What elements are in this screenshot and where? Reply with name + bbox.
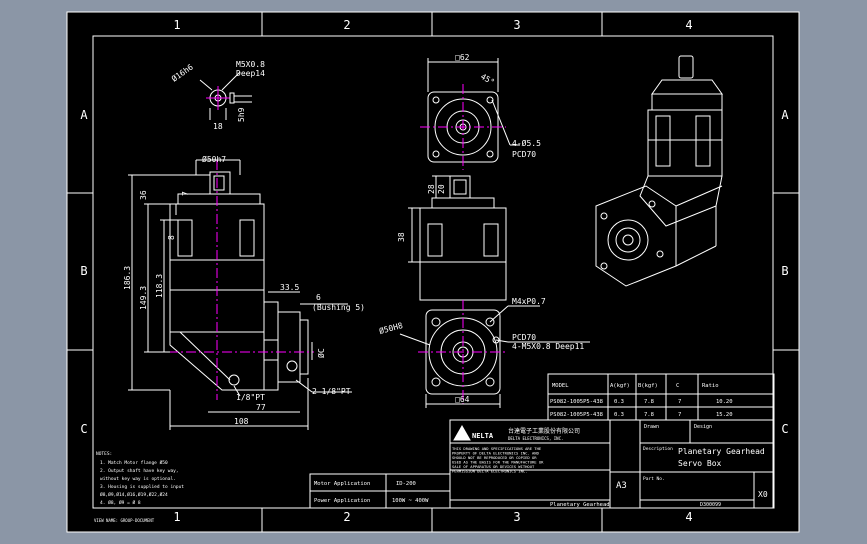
notice-line-5: SALE OF APPARATUS OR DEVICES WITHOUT [452, 464, 535, 469]
dim-pt-2: 2-1/8"PT [312, 387, 351, 396]
table-cell: 10.20 [716, 399, 733, 405]
dim-108: 108 [234, 417, 249, 426]
company-logo: NELTA [472, 432, 494, 440]
table-cell: 7 [678, 399, 681, 405]
dim-key-width: 5h9 [237, 107, 246, 122]
description-label: Description [643, 446, 673, 452]
zone-row-c-left: C [80, 422, 87, 436]
table-cell: 7.8 [644, 399, 654, 405]
zone-row-a-right: A [781, 108, 789, 122]
dim-77: 77 [256, 403, 266, 412]
dim-bottom-square: □64 [455, 395, 470, 404]
notice-line-1: THIS DRAWING AND SPECIFICATIONS ARE THE [452, 446, 542, 451]
drawing-code: D300099 [700, 502, 721, 508]
dim-36: 36 [139, 190, 148, 200]
zone-col-4-top: 4 [685, 18, 692, 32]
power-application-value: 100W ~ 400W [392, 498, 429, 504]
dim-flange-square: □62 [455, 53, 470, 62]
dim-mount-holes: 4-Ø5.5 [512, 138, 541, 148]
dim-m4-thread: M4xP0.7 [512, 297, 546, 306]
company-name: 台達電子工業股份有限公司 [508, 427, 580, 435]
dim-m5-bottom: 4-M5X0.8 Deep11 [512, 342, 584, 351]
table-header-b: B(kgf) [638, 383, 658, 389]
dim-bushing-6: 6 [316, 293, 321, 302]
drawn-label: Drawn [644, 424, 659, 430]
table-header-ratio: Ratio [702, 383, 719, 389]
table-cell: 0.3 [614, 399, 624, 405]
footer-name: Planetary Gearhead [550, 502, 610, 508]
table-cell: 7 [678, 412, 681, 418]
view-stamp: VIEW NAME: GROUP-DOCUMENT [94, 518, 155, 523]
table-header-model: MODEL [552, 383, 569, 389]
notice-line-4: USED AS THE BASIS FOR THE MANUFACTURE OR [452, 460, 544, 465]
notes-line-5: Ø8,Ø9,Ø14,Ø16,Ø19,Ø22,Ø24 [100, 491, 168, 498]
dim-pcd-bottom: PCD70 [512, 333, 536, 342]
table-header-c: C [676, 383, 679, 389]
dim-bushing-label: (Bushing 5) [312, 303, 365, 312]
part-no-label: Part No. [643, 476, 665, 482]
zone-col-4-bottom: 4 [685, 510, 692, 524]
table-cell: 7.8 [644, 412, 654, 418]
dim-thread-depth: Deep14 [236, 69, 265, 78]
sheet-size: A3 [616, 481, 627, 491]
notes-line-3: without key way is optional. [100, 476, 176, 482]
dim-28: 28 [427, 184, 436, 194]
middle-view [399, 58, 590, 408]
table-cell: 0.3 [614, 412, 624, 418]
table-cell: 15.20 [716, 412, 733, 418]
description-line-2: Servo Box [678, 459, 722, 468]
table-header-a: A(kgf) [610, 383, 630, 389]
left-view [128, 71, 352, 430]
table-cell: PS082-1005P5-438 [550, 399, 603, 405]
notice-line-3: SHOULD NOT BE REPRODUCED OR COPIED OR [452, 455, 537, 460]
notes-line-4: 3. Housing is supplied to input [100, 484, 184, 490]
dim-output-c: ØC [316, 348, 326, 358]
notice-line-6: PERMISSION DELTA ELECTRONICS INC. [452, 469, 527, 474]
table-cell: PS082-1005P5-438 [550, 412, 603, 418]
motor-application-label: Motor Application [314, 481, 370, 487]
company-name-en: DELTA ELECTRONICS, INC. [508, 436, 563, 441]
title-block [309, 419, 775, 509]
zone-ticks [67, 12, 799, 532]
dim-pcd-top: PCD70 [512, 150, 536, 159]
zone-row-b-right: B [781, 264, 788, 278]
zone-col-2-top: 2 [343, 18, 350, 32]
dim-38: 38 [397, 232, 406, 242]
isometric-view [595, 55, 723, 287]
motor-application-value: ID-200 [396, 481, 416, 487]
zone-row-b-left: B [80, 264, 87, 278]
zone-col-2-bottom: 2 [343, 510, 350, 524]
dim-pt-1: 1/8"PT [236, 393, 265, 402]
description-line-1: Planetary Gearhead [678, 447, 765, 456]
zone-row-a-left: A [80, 108, 88, 122]
dim-33-5: 33.5 [280, 283, 299, 292]
dim-pilot-diameter: Ø50h7 [202, 154, 226, 164]
notes-line-1: 1. Match Motor flange Ø50 [100, 459, 168, 466]
zone-col-1-top: 1 [173, 18, 180, 32]
notes-line-6: 4. Ø8, Ø9 = Ø 8 [100, 499, 141, 506]
zone-row-c-right: C [781, 422, 788, 436]
dim-thread: M5X0.8 [236, 60, 265, 69]
notice-line-2: PROPERTY OF DELTA ELECTRONICS INC. AND [452, 451, 540, 456]
dim-20: 20 [437, 184, 446, 194]
zone-col-3-top: 3 [513, 18, 520, 32]
power-application-label: Power Application [314, 498, 370, 504]
dim-118-3: 118.3 [155, 274, 164, 298]
dim-149-3: 149.3 [139, 286, 148, 310]
notes-title: NOTES: [96, 451, 112, 457]
dim-7: 7 [181, 191, 190, 196]
spec-table [547, 373, 775, 421]
zone-col-1-bottom: 1 [173, 510, 180, 524]
revision: X0 [758, 490, 768, 499]
design-label: Design [694, 424, 712, 430]
dim-8: 8 [167, 235, 176, 240]
dim-shaft-length: 18 [213, 122, 223, 131]
notes-line-2: 2. Output shaft have key way, [100, 468, 179, 474]
dim-186-3: 186.3 [123, 266, 132, 290]
zone-col-3-bottom: 3 [513, 510, 520, 524]
